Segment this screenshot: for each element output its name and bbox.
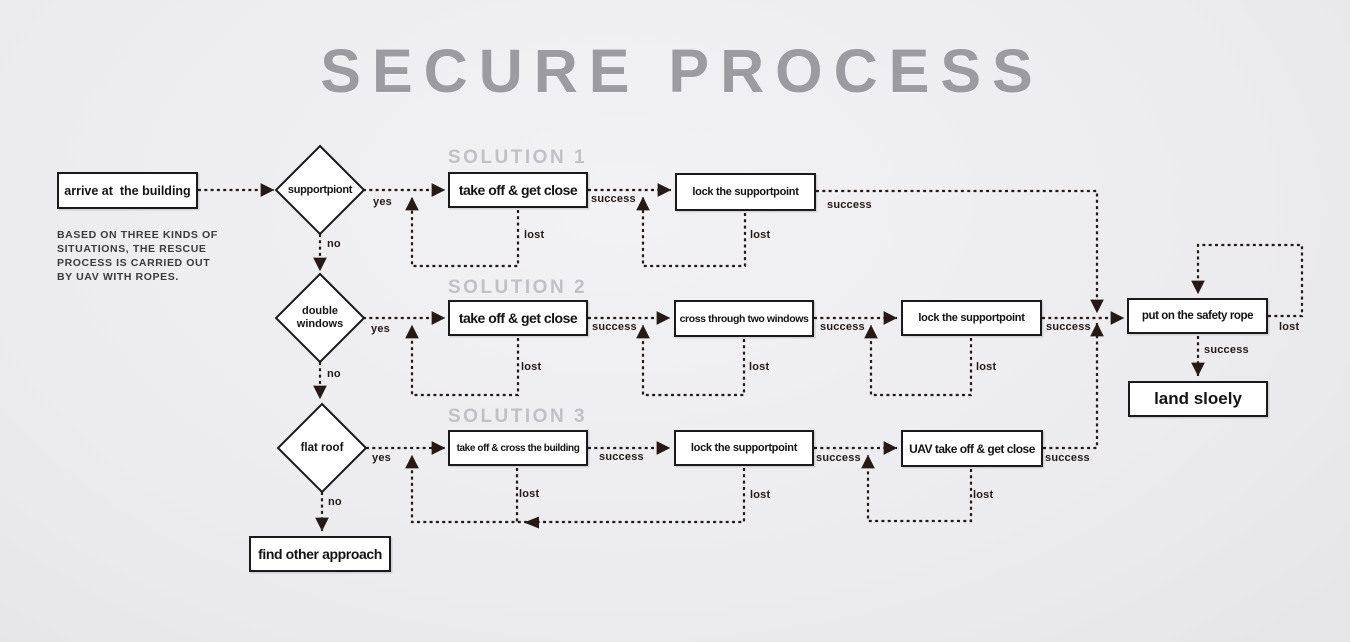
description-line: BASED ON THREE KINDS OF bbox=[57, 229, 218, 241]
solution-2-label: SOLUTION 2 bbox=[448, 277, 588, 298]
label-lost-s2-2: lost bbox=[749, 361, 770, 373]
solution-1-label: SOLUTION 1 bbox=[448, 147, 588, 168]
label-success-s1-2: success bbox=[827, 199, 872, 211]
description-line: BY UAV WITH ROPES. bbox=[57, 271, 179, 283]
edge-s2-lost-3 bbox=[864, 324, 973, 397]
decision-supportpoint-label: supportpiont bbox=[287, 183, 353, 196]
edge-s3-lost-return bbox=[405, 454, 746, 524]
edge-s3-success-to-junction bbox=[1043, 322, 1104, 450]
edge-s3-lost-3 bbox=[861, 454, 973, 523]
left-arrowhead-icon bbox=[524, 516, 539, 529]
decision-diamonds bbox=[274, 144, 368, 494]
node-s3-lock-supportpoint: lock the supportpoint bbox=[674, 430, 814, 466]
page-title: SECURE PROCESS bbox=[320, 37, 1044, 105]
label-lost-s1-1: lost bbox=[524, 229, 545, 241]
node-s3-uav-take-off: UAV take off & get close bbox=[901, 430, 1043, 467]
label-lost-rope: lost bbox=[1279, 321, 1300, 333]
node-arrive-at-building: arrive at the building bbox=[57, 172, 198, 209]
label-success-s3-2: success bbox=[816, 452, 861, 464]
label-lost-s2-3: lost bbox=[976, 361, 997, 373]
label-lost-s1-2: lost bbox=[750, 229, 771, 241]
label-yes-s3: yes bbox=[372, 452, 391, 464]
edge-s2-lost-2 bbox=[636, 324, 746, 397]
label-success-s2-3: success bbox=[1046, 321, 1091, 333]
label-yes-s2: yes bbox=[371, 323, 390, 335]
node-s2-lock-supportpoint: lock the supportpoint bbox=[901, 300, 1042, 336]
label-no-1: no bbox=[327, 238, 341, 250]
edge-s1-lost-1 bbox=[405, 196, 520, 268]
node-s2-cross-two-windows: cross through two windows bbox=[674, 300, 814, 337]
lost-return-edges bbox=[405, 196, 973, 529]
edge-s1-lost-2 bbox=[636, 196, 747, 268]
label-success-s2-1: success bbox=[592, 321, 637, 333]
label-lost-s3-3: lost bbox=[973, 489, 994, 501]
label-yes-s1: yes bbox=[373, 196, 392, 208]
node-land-slowly: land sloely bbox=[1128, 381, 1268, 417]
decision-double-windows-label: double windows bbox=[296, 305, 344, 330]
decision-flat-roof-label: flat roof bbox=[300, 441, 344, 454]
label-no-3: no bbox=[328, 496, 342, 508]
node-s2-take-off-get-close: take off & get close bbox=[448, 300, 588, 336]
node-s1-take-off-get-close: take off & get close bbox=[448, 172, 588, 208]
label-no-2: no bbox=[327, 368, 341, 380]
label-success-s1-1: success bbox=[591, 193, 636, 205]
node-s3-cross-building: take off & cross the building bbox=[448, 430, 588, 466]
edge-s2-lost-1 bbox=[405, 324, 520, 397]
node-s1-lock-supportpoint: lock the supportpoint bbox=[675, 173, 816, 211]
label-success-s3-1: success bbox=[599, 451, 644, 463]
label-lost-s3-2: lost bbox=[750, 489, 771, 501]
label-lost-s2-1: lost bbox=[521, 361, 542, 373]
description-line: SITUATIONS, THE RESCUE bbox=[57, 243, 207, 255]
label-success-s3-3: success bbox=[1045, 452, 1090, 464]
solution-3-label: SOLUTION 3 bbox=[448, 406, 588, 427]
label-success-s2-2: success bbox=[820, 321, 865, 333]
forward-edges bbox=[198, 183, 1304, 532]
description-line: PROCESS IS CARRIED OUT bbox=[57, 257, 211, 269]
label-success-rope: success bbox=[1204, 344, 1249, 356]
node-find-other-approach: find other approach bbox=[249, 536, 391, 572]
node-put-on-safety-rope: put on the safety rope bbox=[1127, 298, 1268, 334]
label-lost-s3-1: lost bbox=[519, 488, 540, 500]
